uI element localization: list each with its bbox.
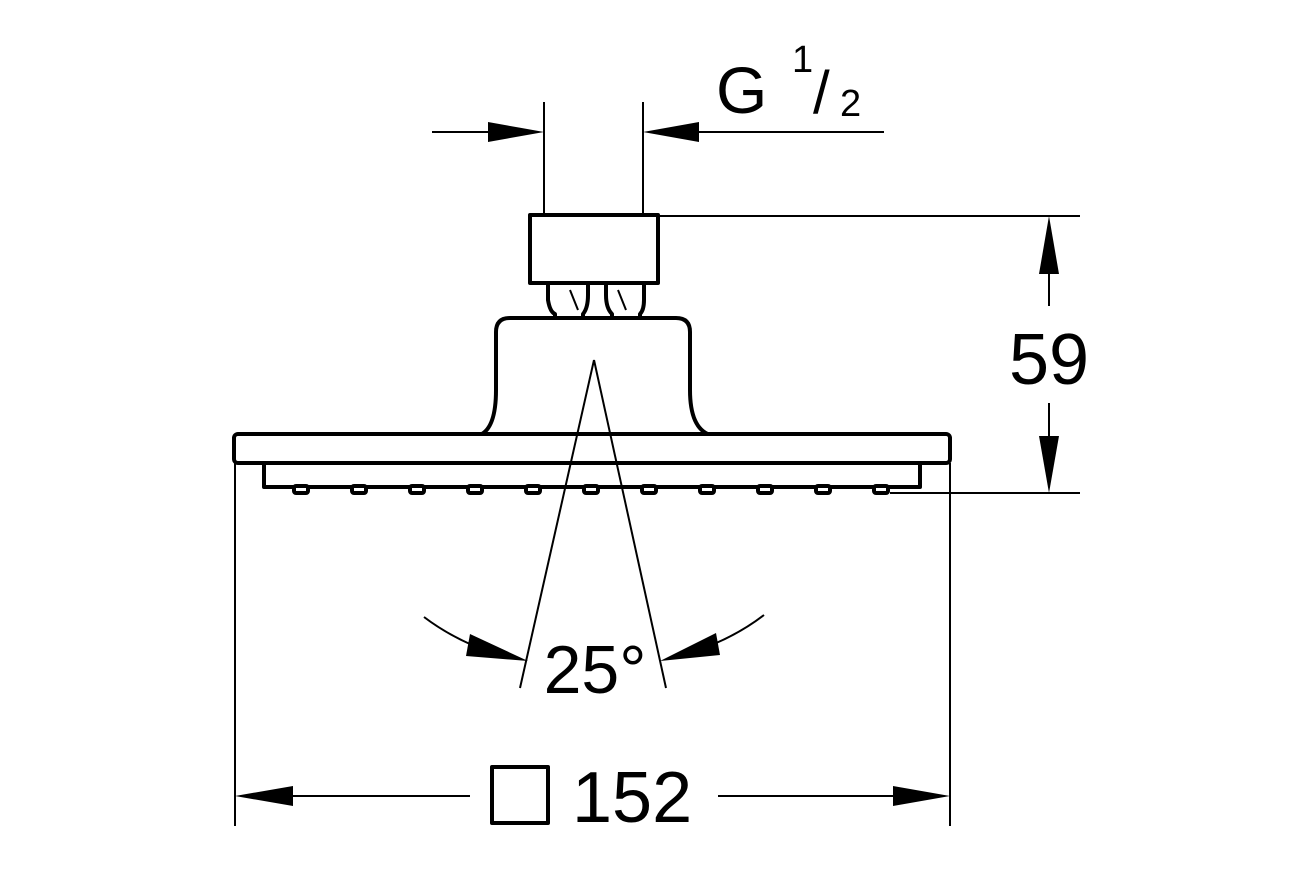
height-dimension: 59 [658, 215, 1089, 494]
thread-dimension: G 1 / 2 [432, 39, 884, 215]
spray-angle-label: 25° [544, 632, 647, 708]
square-symbol-icon [490, 765, 550, 825]
nozzle [814, 484, 832, 495]
nozzle [524, 484, 542, 495]
height-label: 59 [1009, 320, 1089, 400]
nozzle [872, 484, 890, 495]
thread-arrow-right [488, 122, 544, 142]
nozzle [292, 484, 310, 495]
width-arrow-right [893, 786, 950, 806]
angle-arc-right [713, 614, 765, 645]
thread-label: G 1 / 2 [716, 39, 861, 127]
connector-nut [528, 213, 660, 285]
nozzle-plate [262, 461, 922, 489]
height-arrow-top [1039, 216, 1059, 274]
width-dimension: 152 [234, 463, 951, 838]
nozzle-row [292, 484, 890, 495]
thread-arrow-left [643, 122, 699, 142]
ball-joint-right [604, 281, 646, 322]
width-label: 152 [572, 758, 692, 838]
joint-detail-right [617, 289, 627, 311]
spray-line-left [519, 359, 595, 689]
width-arrow-left [235, 786, 293, 806]
shower-head [232, 213, 952, 495]
nozzle [582, 484, 600, 495]
angle-arrow-right [660, 633, 720, 661]
nozzle [756, 484, 774, 495]
nozzle [640, 484, 658, 495]
face-plate [232, 432, 952, 465]
ball-joint-left [546, 281, 590, 322]
nozzle [350, 484, 368, 495]
spray-line-right [593, 359, 667, 689]
nozzle [408, 484, 426, 495]
housing [478, 316, 712, 437]
height-arrow-bottom [1039, 436, 1059, 493]
nozzle [698, 484, 716, 495]
angle-arrow-left [466, 634, 528, 661]
nozzle [466, 484, 484, 495]
joint-detail-left [569, 289, 579, 311]
angle-arc-left [423, 616, 473, 646]
spray-angle-dimension: 25° [423, 359, 765, 708]
